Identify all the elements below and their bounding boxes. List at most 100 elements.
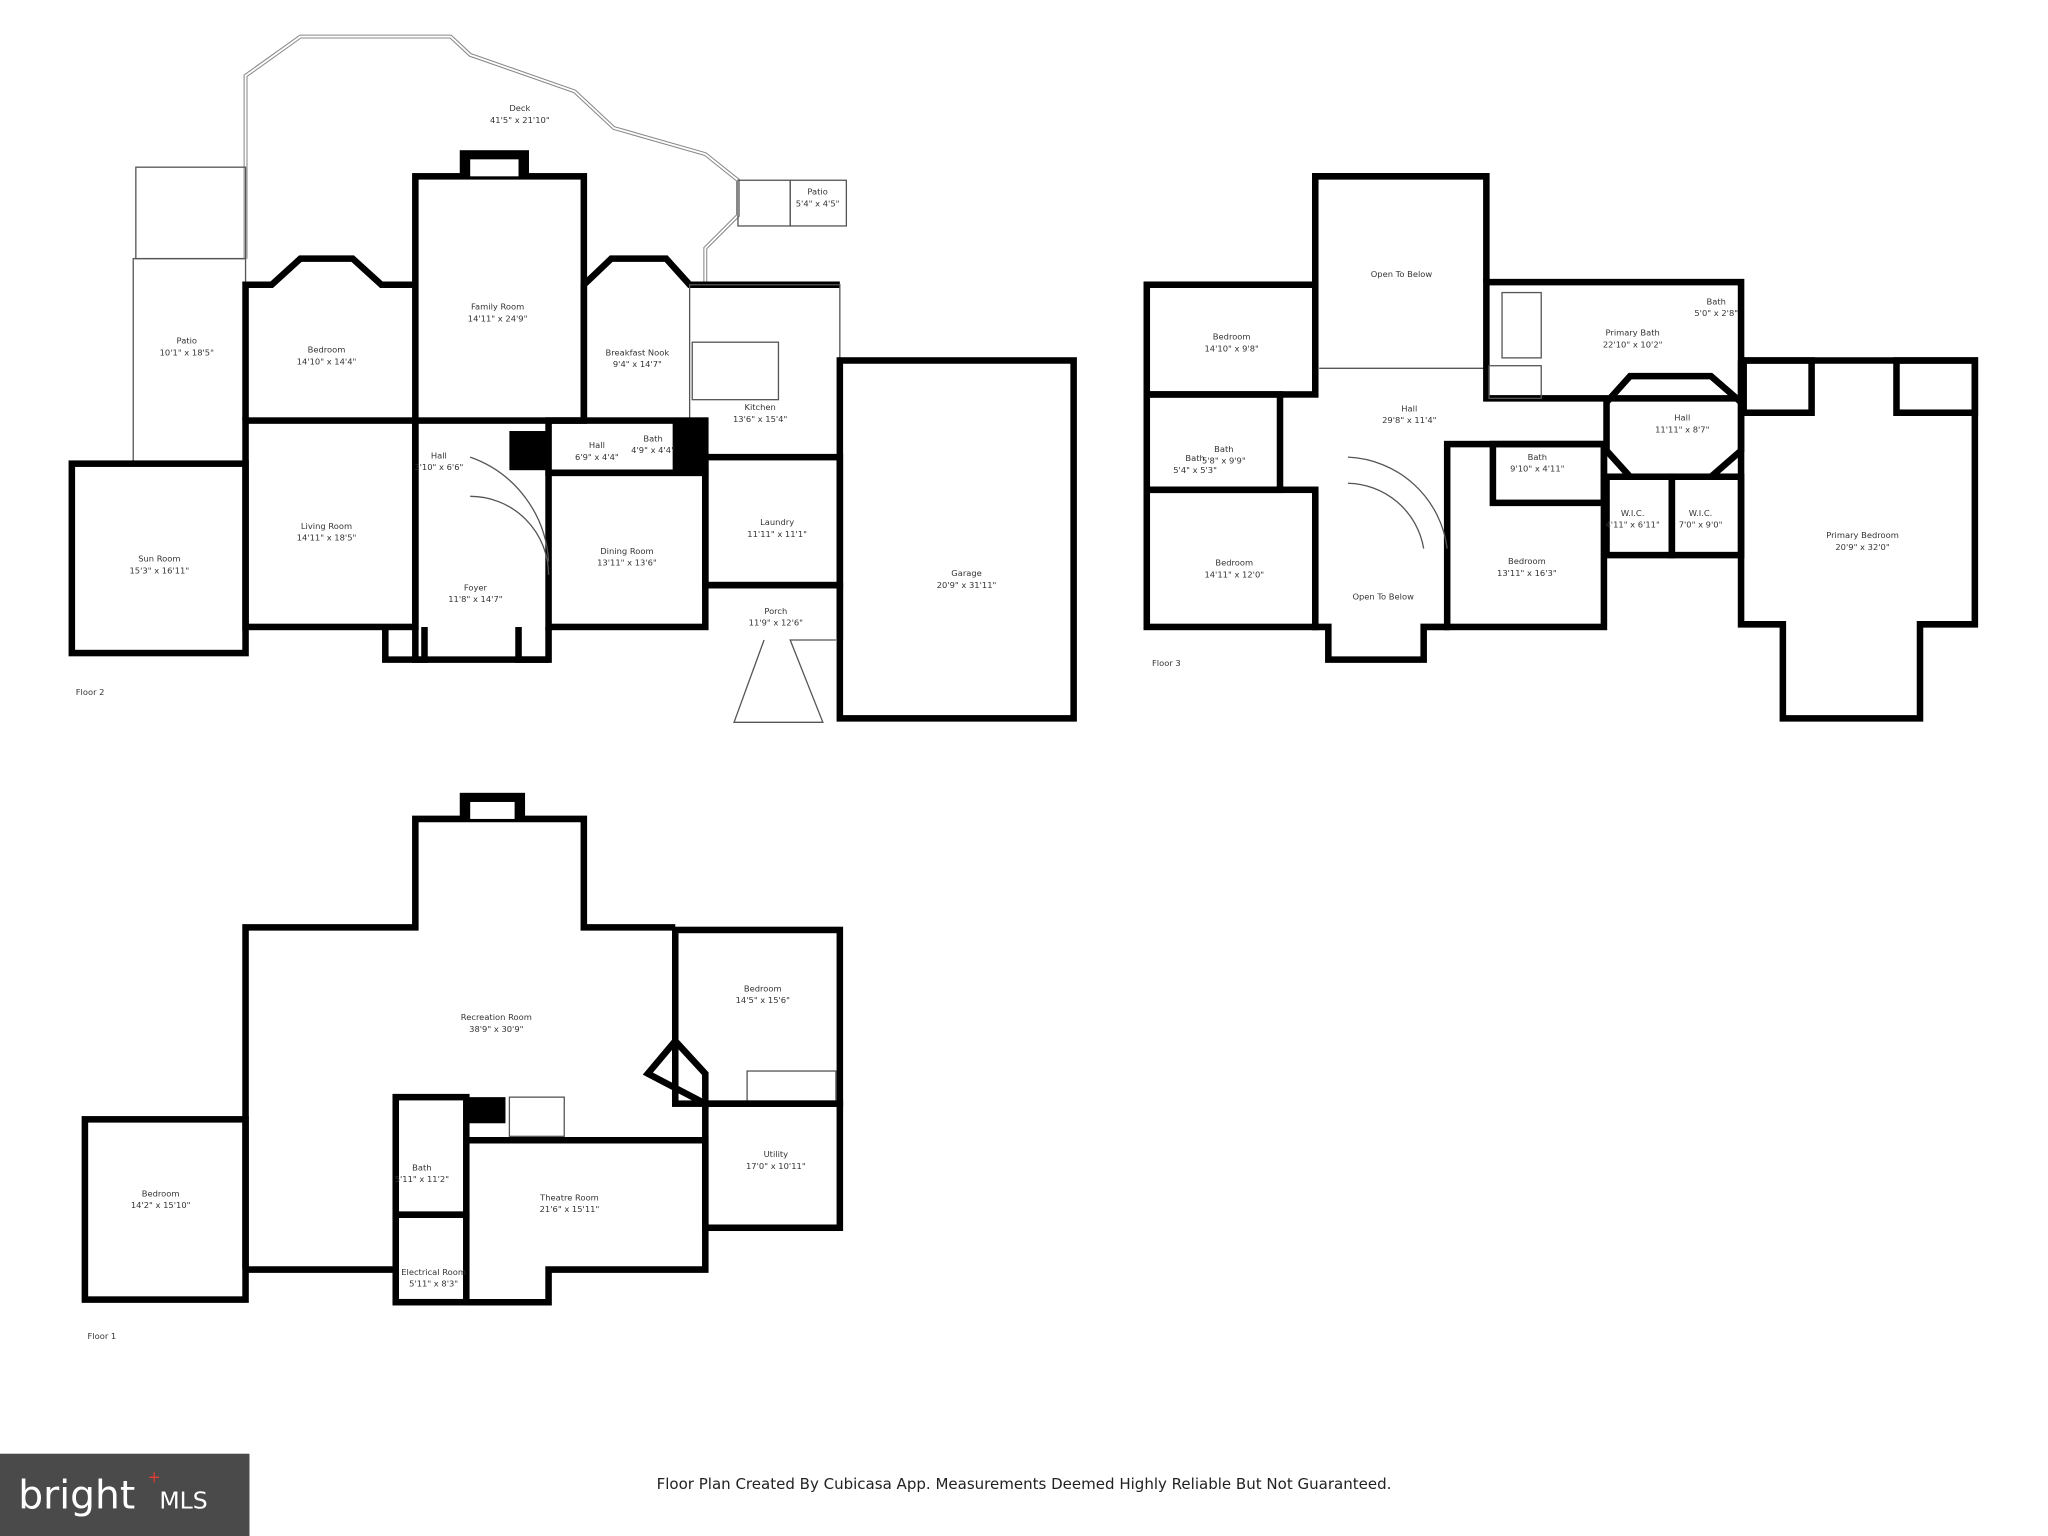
floor-2-label: Floor 2 (76, 687, 105, 697)
room-name: Breakfast Nook (606, 347, 670, 357)
room-name: Primary Bedroom (1826, 530, 1899, 540)
room-name: Recreation Room (461, 1012, 532, 1022)
room-name: Hall (589, 440, 605, 450)
room-label: Garage 20'9" x 31'11" (937, 568, 997, 590)
room-name: Sun Room (138, 554, 180, 564)
room-dimensions: 41'5" x 21'10" (490, 115, 550, 125)
room-label: W.I.C.4'11" x 6'11" (1605, 508, 1660, 530)
room-label: Bath 5'8" x 9'9" (1202, 444, 1246, 466)
bright-mls-logo: bright MLS + (0, 1453, 250, 1536)
room-dimensions: 4'11" x 6'11" (1605, 520, 1660, 530)
room-name: Bedroom (1215, 558, 1253, 568)
room-dimensions: 13'11" x 13'6" (597, 558, 657, 568)
room-label: Electrical Room 5'11" x 8'3" (401, 1267, 466, 1289)
room-dimensions: 9'4" x 14'7" (613, 359, 662, 369)
room-name: Bath (1214, 444, 1233, 454)
room-label: Open To Below (1352, 592, 1414, 602)
room-name: Bath (1707, 296, 1726, 306)
floor-2-plan: Floor 2 (68, 34, 1077, 723)
room-name: Theatre Room (539, 1192, 599, 1202)
room-dimensions: 17'0" x 10'11" (746, 1161, 806, 1171)
room-name: Bedroom (142, 1188, 180, 1198)
room-label: Recreation Room 38'9" x 30'9" (461, 1012, 532, 1034)
room-dimensions: 4'9" x 4'4" (631, 445, 675, 455)
room-dimensions: 10'1" x 18'5" (160, 347, 215, 357)
room-name: Open To Below (1352, 592, 1414, 602)
room-label: Porch 11'9" x 12'6" (749, 606, 804, 628)
room-name: Open To Below (1371, 269, 1433, 279)
room-name: Porch (764, 606, 787, 616)
garage-walls (836, 357, 1077, 722)
room-name: Bath (643, 433, 662, 443)
room-label: Bath 4'9" x 4'4" (631, 433, 675, 455)
room-dimensions: 14'10" x 14'4" (297, 356, 357, 366)
room-name: Patio (807, 187, 827, 197)
room-label: Bath 5'0" x 2'8" (1694, 296, 1738, 318)
room-name: Primary Bath (1606, 328, 1660, 338)
room-name: W.I.C. (1689, 508, 1713, 518)
room-label: Theatre Room 21'6" x 15'11" (539, 1192, 599, 1214)
room-name: Bedroom (308, 345, 346, 355)
floor-3-label: Floor 3 (1152, 658, 1181, 668)
room-dimensions: 21'6" x 15'11" (540, 1204, 600, 1214)
footer-disclaimer: Floor Plan Created By Cubicasa App. Meas… (657, 1475, 1392, 1493)
room-dimensions: 14'2" x 15'10" (131, 1200, 191, 1210)
room-dimensions: 11'11" x 8'7" (1655, 424, 1710, 434)
room-label: Hall 3'10" x 6'6" (414, 450, 463, 472)
svg-text:+: + (148, 1467, 161, 1486)
room-dimensions: 38'9" x 30'9" (469, 1024, 524, 1034)
room-label: Primary Bedroom 20'9" x 32'0" (1826, 530, 1899, 552)
room-dimensions: 5'0" x 2'8" (1694, 308, 1738, 318)
floor-1-label: Floor 1 (88, 1331, 117, 1341)
room-dimensions: 14'11" x 18'5" (297, 533, 357, 543)
room-name: Electrical Room (401, 1267, 466, 1277)
patio-left-outline (132, 257, 247, 465)
room-dimensions: 20'9" x 32'0" (1835, 542, 1890, 552)
room-dimensions: 13'11" x 16'3" (1497, 568, 1557, 578)
room-dimensions: 5'8" x 9'9" (1202, 456, 1246, 466)
room-label: Open To Below (1371, 269, 1433, 279)
room-dimensions: 13'6" x 15'4" (733, 414, 788, 424)
room-dimensions: 14'11" x 12'0" (1204, 569, 1264, 579)
deck-stairs (135, 166, 247, 260)
room-dimensions: 6'9" x 4'4" (575, 452, 619, 462)
room-dimensions: 3'10" x 6'6" (414, 462, 463, 472)
room-dimensions: 20'9" x 31'11" (937, 580, 997, 590)
room-name: Utility (764, 1149, 789, 1159)
room-label: Utility 17'0" x 10'11" (746, 1149, 806, 1171)
room-dimensions: 29'8" x 11'4" (1382, 415, 1437, 425)
room-dimensions: 5'11" x 8'3" (409, 1279, 458, 1289)
kitchen-island (691, 341, 780, 401)
room-dimensions: 11'9" x 12'6" (749, 618, 804, 628)
room-name: Hall (431, 450, 447, 460)
svg-text:bright: bright (18, 1474, 135, 1519)
room-dimensions: 11'8" x 14'7" (448, 594, 503, 604)
room-name: Garage (951, 568, 982, 578)
room-name: Bedroom (1213, 332, 1251, 342)
room-label: Breakfast Nook 9'4" x 14'7" (606, 347, 670, 369)
room-name: Kitchen (744, 402, 775, 412)
room-name: Bath (1185, 453, 1204, 463)
room-dimensions: 11'11" x 11'1" (747, 529, 807, 539)
floor-3-plan: Floor 3 (1143, 173, 1979, 722)
room-label: Foyer 11'8" x 14'7" (448, 582, 503, 604)
room-name: Bath (1528, 452, 1547, 462)
room-name: Bath (412, 1162, 431, 1172)
room-name: Hall (1674, 413, 1690, 423)
room-name: Foyer (464, 582, 488, 592)
